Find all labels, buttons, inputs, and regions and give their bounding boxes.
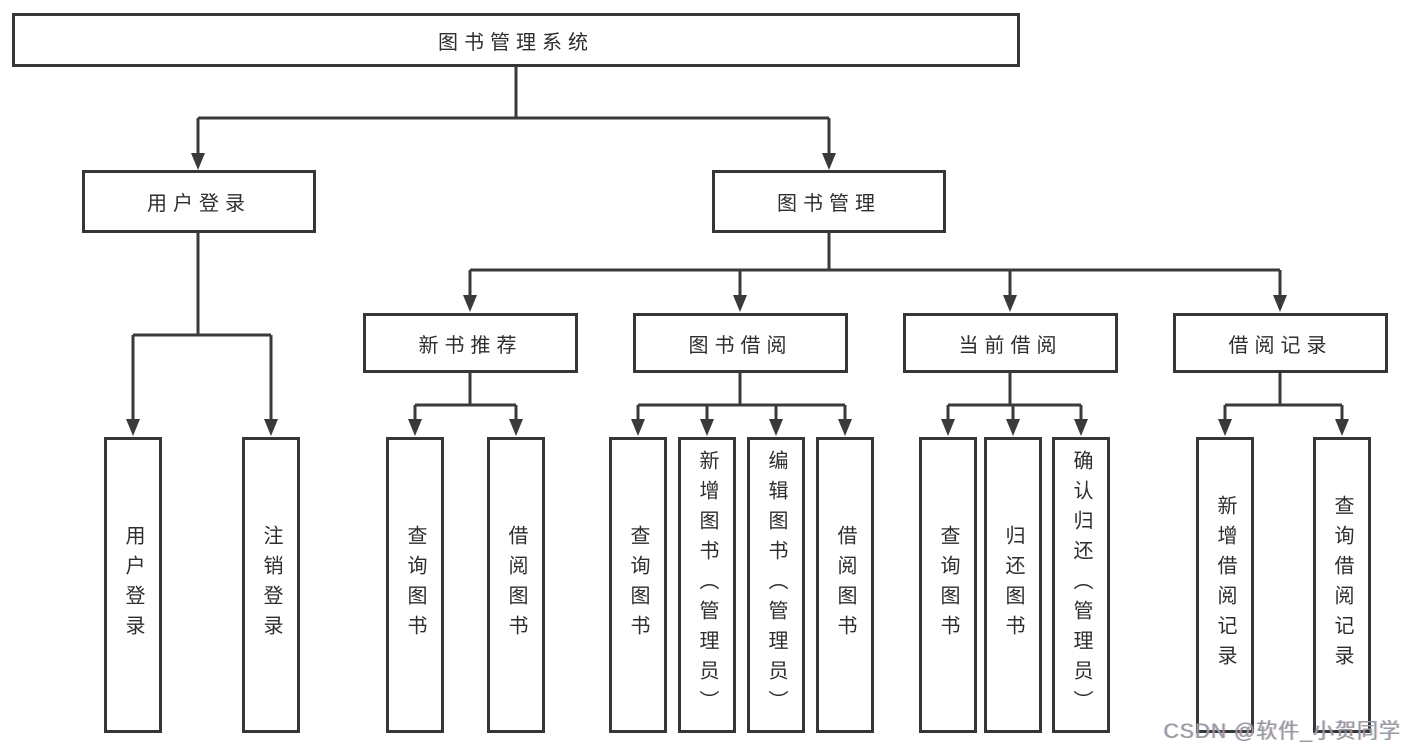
leaf-query-borrow-record: 查询借阅记录	[1313, 437, 1371, 733]
node-root-system: 图书管理系统	[12, 13, 1020, 67]
connector-currentborrow-to-leaves	[941, 373, 1088, 436]
node-new-book-recommend: 新书推荐	[363, 313, 578, 373]
leaf-user-login: 用户登录	[104, 437, 162, 733]
leaf-query-books-borrowing: 查询图书	[609, 437, 667, 733]
csdn-watermark: CSDN @软件_小贺同学	[1163, 720, 1401, 743]
leaf-query-books-recommend: 查询图书	[386, 437, 444, 733]
connector-bookmgmt-to-level3	[463, 233, 1287, 312]
leaf-return-books: 归还图书	[984, 437, 1042, 733]
leaf-add-borrow-record: 新增借阅记录	[1196, 437, 1254, 733]
node-borrowing-records: 借阅记录	[1173, 313, 1388, 373]
node-current-borrowing: 当前借阅	[903, 313, 1118, 373]
connector-borrowrecords-to-leaves	[1218, 373, 1349, 436]
leaf-confirm-return-admin: 确认归还（管理员）	[1052, 437, 1110, 733]
connector-root-to-level2	[191, 67, 836, 170]
node-book-borrowing: 图书借阅	[633, 313, 848, 373]
leaf-edit-book-admin: 编辑图书（管理员）	[747, 437, 805, 733]
leaf-borrow-books-recommend: 借阅图书	[487, 437, 545, 733]
connector-userlogin-to-leaves	[126, 233, 278, 436]
node-user-login: 用户登录	[82, 170, 316, 233]
leaf-add-book-admin: 新增图书（管理员）	[678, 437, 736, 733]
connector-bookborrow-to-leaves	[631, 373, 852, 436]
leaf-logout: 注销登录	[242, 437, 300, 733]
connector-newbookrec-to-leaves	[408, 373, 523, 436]
leaf-borrow-books-borrowing: 借阅图书	[816, 437, 874, 733]
leaf-query-books-current: 查询图书	[919, 437, 977, 733]
node-book-management: 图书管理	[712, 170, 946, 233]
